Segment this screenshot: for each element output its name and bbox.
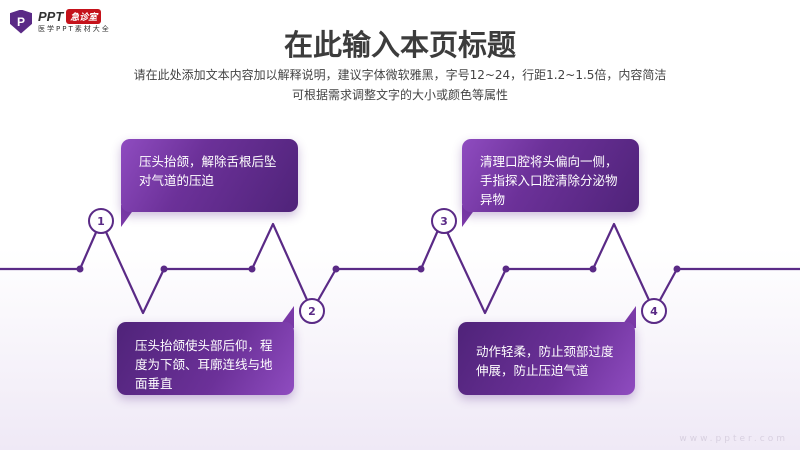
watermark: www.ppter.com xyxy=(679,434,788,444)
step-2-callout: 压头抬颌使头部后仰，程度为下颌、耳廓连线与地面垂直 xyxy=(117,322,294,395)
line-dot xyxy=(332,265,340,273)
line-dot xyxy=(673,265,681,273)
step-1-number: 1 xyxy=(88,208,114,234)
subtitle-line-2: 可根据需求调整文字的大小或颜色等属性 xyxy=(291,88,508,102)
page-subtitle: 请在此处添加文本内容加以解释说明，建议字体微软雅黑，字号12~24，行距1.2~… xyxy=(0,65,800,105)
step-3-callout: 清理口腔将头偏向一侧，手指探入口腔清除分泌物异物 xyxy=(462,139,639,212)
line-dot xyxy=(160,265,168,273)
line-dot xyxy=(76,265,84,273)
line-dot xyxy=(248,265,256,273)
line-dot xyxy=(502,265,510,273)
logo-badge: 急诊室 xyxy=(66,9,102,24)
logo-subtitle: 医学PPT素材大全 xyxy=(38,25,111,33)
line-dot xyxy=(417,265,425,273)
logo-brand: PPT xyxy=(38,9,64,24)
step-1-callout: 压头抬颌，解除舌根后坠对气道的压迫 xyxy=(121,139,298,212)
logo-shield-icon: P xyxy=(10,9,32,34)
step-3-number: 3 xyxy=(431,208,457,234)
page-title: 在此输入本页标题 xyxy=(283,28,516,62)
step-4-callout: 动作轻柔，防止颈部过度伸展，防止压迫气道 xyxy=(458,322,635,395)
subtitle-line-1: 请在此处添加文本内容加以解释说明，建议字体微软雅黑，字号12~24，行距1.2~… xyxy=(133,68,667,82)
step-2-number: 2 xyxy=(299,298,325,324)
line-dot xyxy=(589,265,597,273)
step-4-number: 4 xyxy=(641,298,667,324)
